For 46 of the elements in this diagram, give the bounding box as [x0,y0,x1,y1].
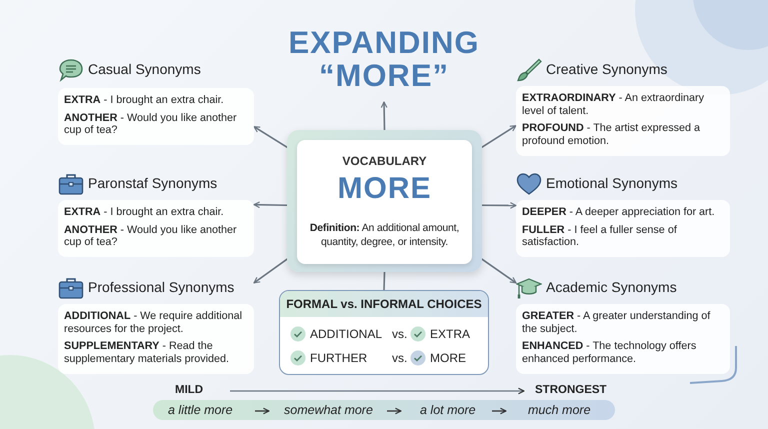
arrow [380,101,388,130]
intensity-scale-bar [153,400,615,420]
category-heading: Paronstaf Synonyms [88,175,218,191]
category-heading: Casual Synonyms [88,61,201,77]
arrow [482,202,517,209]
example-sentence: FULLER - I feel a fuller sense of satisfaction. [522,224,678,250]
category-heading: Academic Synonyms [546,279,677,295]
scale-label: MILD [175,384,204,396]
word-text: FURTHER [310,351,368,365]
category-heading: Creative Synonyms [546,61,668,77]
category-heading: Emotional Synonyms [546,175,678,191]
definition-text: Definition: An additional amount, quantity, degree, or intensity. [308,222,460,250]
example-sentence: ENHANCED - The technology offers enhanced performance. [522,340,698,366]
arrow [480,257,517,284]
intensity-phrase: a lot more [420,403,476,417]
example-sentence: ANOTHER - Would you like another cup of tea? [64,112,238,138]
example-sentence: EXTRA - I brought an extra chair. [64,94,225,107]
intensity-phrase: a little more [168,403,233,417]
arrow [253,201,288,208]
connector-line [383,272,386,290]
category-heading: Professional Synonyms [88,279,234,295]
example-sentence: PROFOUND - The artist expressed a profound emotion. [522,122,702,148]
vocabulary-label: VOCABULARY [341,154,428,168]
versus-text: vs. [392,351,408,365]
example-sentence: SUPPLEMENTARY - Read the supplementary materials provided. [64,340,230,366]
example-sentence: ANOTHER - Would you like another cup of tea? [64,224,238,250]
example-sentence: EXTRAORDINARY - An extraordinary level of talent. [522,92,705,118]
example-sentence: DEEPER - A deeper appreciation for art. [522,206,716,219]
example-sentence: ADDITIONAL - We require additional resources for the project. [64,310,244,336]
comparison-panel [279,290,489,375]
arrow [253,257,290,284]
word-text: EXTRA [430,327,470,341]
title-heading: EXPANDING “MORE” [270,26,498,102]
vocabulary-card [287,130,482,272]
main-word: MORE [336,172,432,206]
arrow [253,126,290,150]
panel-heading: FORMAL vs. INFORMAL CHOICES [285,297,483,311]
example-sentence: EXTRA - I brought an extra chair. [64,206,225,219]
intensity-phrase: somewhat more [284,403,373,417]
word-text: MORE [430,351,466,365]
scale-label: STRONGEST [535,384,607,396]
intensity-phrase: much more [528,403,591,417]
versus-text: vs. [392,327,408,341]
example-sentence: GREATER - A greater understanding of the subject. [522,310,712,336]
arrow [480,124,517,150]
word-text: ADDITIONAL [310,327,382,341]
